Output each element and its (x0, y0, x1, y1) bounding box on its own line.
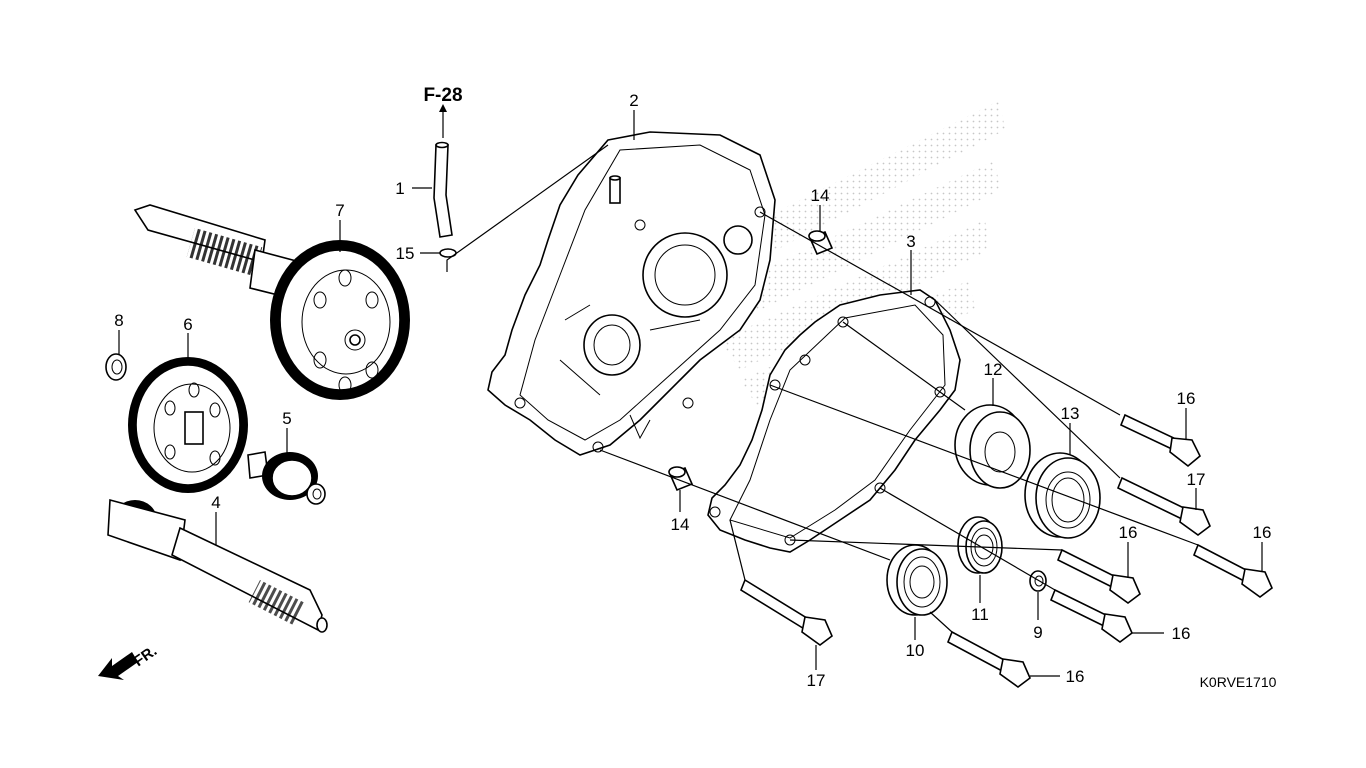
callout-4: 4 (211, 493, 220, 512)
part-5-pinion-gear (247, 451, 326, 505)
part-16-bolt-b (1192, 543, 1273, 598)
part-14-dowel-upper (808, 230, 834, 256)
part-13-oil-seal (1024, 452, 1101, 539)
part-8-washer (105, 353, 127, 381)
callout-5: 5 (282, 409, 291, 428)
callout-17-b: 17 (807, 671, 826, 690)
alignment-lines (599, 211, 1199, 633)
callout-14-lower: 14 (671, 515, 690, 534)
callout-leaders (118, 110, 1263, 677)
part-12-bearing (954, 404, 1031, 489)
callout-16-b: 16 (1253, 523, 1272, 542)
callout-13: 13 (1061, 404, 1080, 423)
part-16-bolt-e (946, 630, 1031, 688)
part-1-breather-tube (433, 141, 453, 238)
part-9-washer (1029, 570, 1047, 592)
part-3-gasket (707, 289, 961, 553)
part-17-bolt-b (740, 578, 833, 646)
callout-12: 12 (984, 360, 1003, 379)
callout-11: 11 (971, 605, 989, 624)
callout-2: 2 (629, 91, 638, 110)
part-11-bearing (957, 516, 1003, 574)
part-16-bolt-d (1049, 588, 1133, 643)
part-16-bolt-a (1119, 413, 1201, 468)
front-direction-arrow (98, 652, 138, 680)
callout-7: 7 (335, 201, 344, 220)
diagram-code: K0RVE1710 (1200, 674, 1277, 690)
part-14-dowel-lower (668, 466, 694, 492)
callout-16-d: 16 (1172, 624, 1191, 643)
part-10-bearing (886, 544, 948, 616)
callout-16-a: 16 (1177, 389, 1196, 408)
part-6-final-gear (128, 357, 248, 493)
leader-tube-to-cover (446, 144, 609, 272)
callout-3: 3 (906, 232, 915, 251)
callout-8: 8 (114, 311, 123, 330)
reference-label-f28: F-28 (423, 85, 462, 106)
callout-15: 15 (396, 244, 415, 263)
front-marker-label: FR. (131, 642, 161, 670)
part-4-drive-shaft (107, 498, 328, 633)
callout-14-upper: 14 (811, 186, 830, 205)
part-2-transmission-cover (487, 131, 776, 456)
part-16-bolt-c (1056, 548, 1141, 604)
part-7-countershaft-gear (133, 204, 410, 400)
callout-9: 9 (1033, 623, 1042, 642)
callout-16-e: 16 (1066, 667, 1085, 686)
callout-16-c: 16 (1119, 523, 1138, 542)
callout-6: 6 (183, 315, 192, 334)
part-17-bolt-a (1116, 476, 1211, 536)
callout-10: 10 (906, 641, 925, 660)
reference-arrowhead-icon (439, 104, 447, 112)
callout-1: 1 (395, 179, 404, 198)
callout-17-a: 17 (1187, 470, 1206, 489)
